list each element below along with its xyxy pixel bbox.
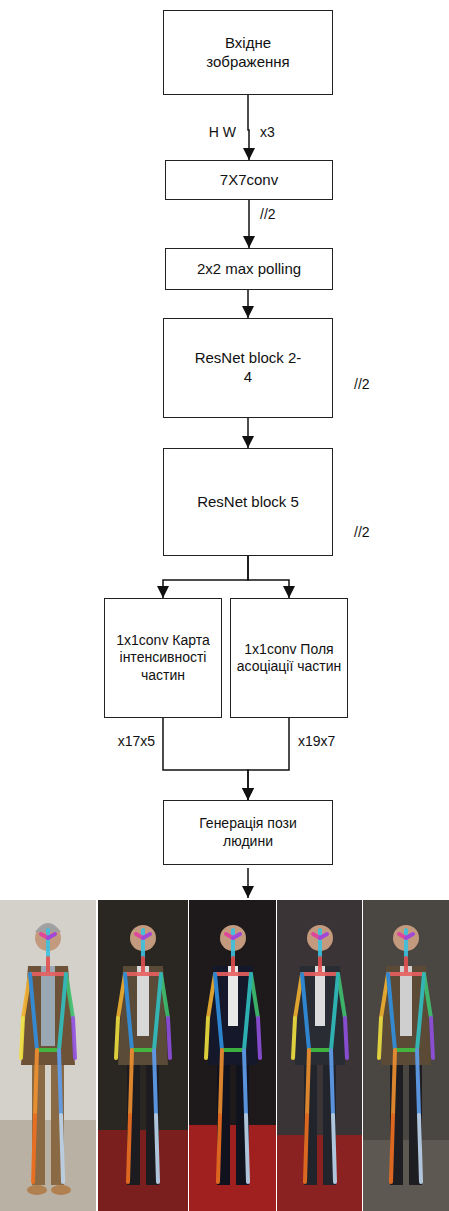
box-label: 2x2 max polling xyxy=(175,260,324,279)
photo-panel xyxy=(98,900,188,1211)
box-text: Вхідне зображення xyxy=(193,34,304,72)
dimension-label: x17x5 xyxy=(116,733,157,750)
box-label: ResNet block 2-4 xyxy=(193,349,304,387)
pose-photos xyxy=(0,900,449,1211)
box-text: 1x1conv Карта інтенсивності частин xyxy=(111,632,216,685)
process-box: 1x1conv Карта інтенсивності частин xyxy=(104,598,222,718)
box-label: 1x1conv Поля асоціації частин xyxy=(237,641,342,676)
photo-panel xyxy=(363,900,449,1211)
photo-panel xyxy=(0,900,96,1211)
flow-arrow xyxy=(248,288,249,318)
flow-arrow xyxy=(248,95,249,160)
output-arrow xyxy=(0,862,449,912)
process-box: ResNet block 2-4 xyxy=(163,318,333,418)
photo-panel xyxy=(277,900,362,1211)
box-text: Генерація пози людини xyxy=(187,815,310,850)
box-text: 2x2 max polling xyxy=(175,260,324,279)
process-box: ResNet block 5 xyxy=(163,448,333,556)
box-text: ResNet block 5 xyxy=(193,493,304,512)
process-box: Вхідне зображення xyxy=(163,10,333,95)
process-box: Генерація пози людини xyxy=(163,800,333,865)
dimension-label: H W xyxy=(207,124,238,141)
box-label: 7X7conv xyxy=(175,171,324,190)
flow-arrow xyxy=(247,418,249,448)
box-label: ResNet block 5 xyxy=(193,493,304,512)
dimension-label: //2 xyxy=(258,206,278,223)
box-label: Вхідне зображення xyxy=(193,34,304,72)
dimension-label: x3 xyxy=(258,124,277,141)
box-label: Генерація пози людини xyxy=(187,815,310,850)
process-box: 7X7conv xyxy=(165,160,333,200)
dimension-label: x19x7 xyxy=(296,733,337,750)
process-box: 2x2 max polling xyxy=(165,248,333,290)
flow-arrow xyxy=(163,718,248,800)
box-text: 7X7conv xyxy=(175,171,324,190)
flow-arrow xyxy=(248,718,289,800)
box-text: 1x1conv Поля асоціації частин xyxy=(237,641,342,676)
flow-arrow xyxy=(248,200,250,248)
box-label: 1x1conv Карта інтенсивності частин xyxy=(111,632,216,685)
box-text: ResNet block 2-4 xyxy=(193,349,304,387)
photo-panel xyxy=(189,900,276,1211)
dimension-label: //2 xyxy=(352,524,372,541)
process-box: 1x1conv Поля асоціації частин xyxy=(230,598,348,718)
flow-arrow xyxy=(163,556,248,598)
flow-arrow xyxy=(248,556,289,598)
dimension-label: //2 xyxy=(352,376,372,393)
